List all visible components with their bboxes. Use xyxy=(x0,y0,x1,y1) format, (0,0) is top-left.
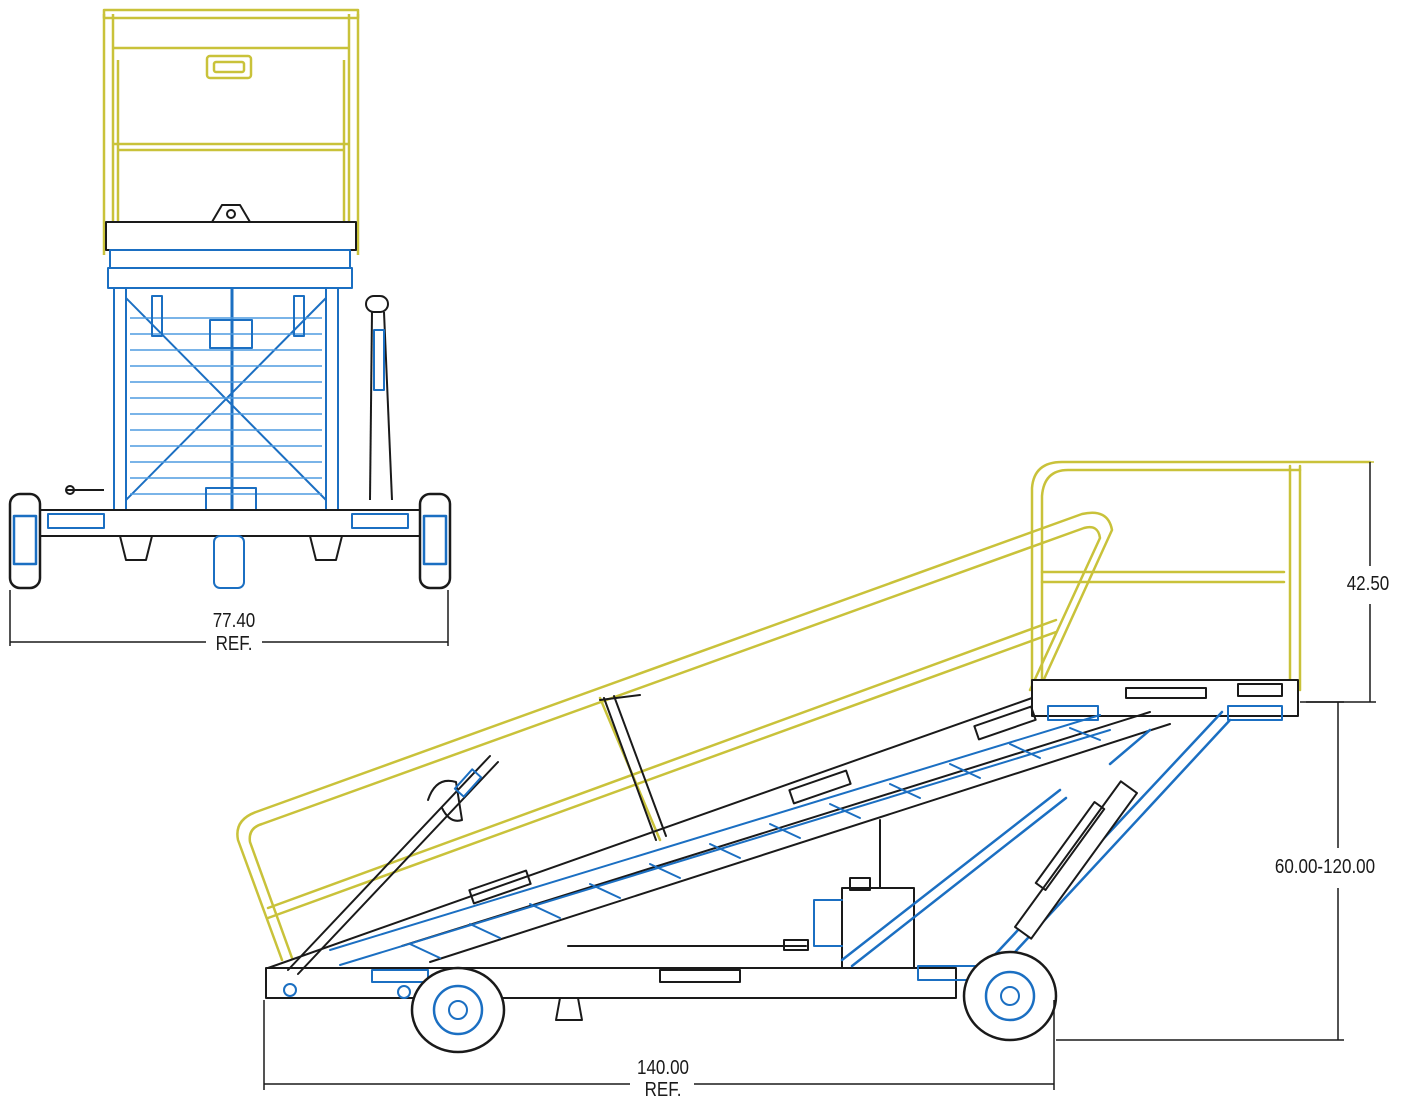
front-handrail xyxy=(102,8,360,255)
platform-height-dimension xyxy=(1056,701,1344,1041)
side-front-wheel xyxy=(410,966,506,1054)
front-platform xyxy=(105,204,357,251)
front-axle xyxy=(39,485,421,589)
side-pump xyxy=(813,819,915,969)
front-treads xyxy=(130,317,322,495)
side-view xyxy=(236,460,1372,1054)
front-wheels xyxy=(8,492,452,590)
front-width-value: 77.40 xyxy=(212,610,256,632)
front-view xyxy=(8,8,452,590)
side-lift-cylinder xyxy=(1014,780,1138,940)
front-width-dimension xyxy=(9,590,449,646)
front-width-note: REF. xyxy=(215,633,253,655)
side-tow-bar xyxy=(287,755,499,975)
length-dimension xyxy=(263,1000,1055,1090)
side-rear-wheel xyxy=(962,950,1058,1042)
side-handrail xyxy=(236,460,1372,962)
overall-length-value: 140.00 xyxy=(636,1057,689,1079)
rail-height-value: 42.50 xyxy=(1346,573,1390,595)
front-tow-bar xyxy=(365,295,393,501)
side-treads xyxy=(329,714,1111,966)
side-chassis xyxy=(265,939,989,1021)
overall-length-note: REF. xyxy=(644,1079,682,1101)
side-platform xyxy=(1031,679,1299,721)
platform-height-value: 60.00-120.00 xyxy=(1274,856,1376,878)
front-frame xyxy=(107,249,353,511)
